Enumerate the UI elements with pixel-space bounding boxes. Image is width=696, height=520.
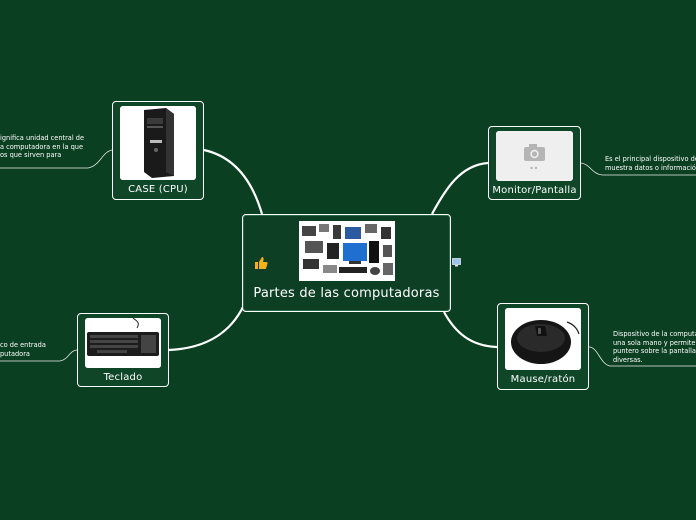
connector-teclado-desc xyxy=(0,349,78,362)
computer-parts-image xyxy=(298,221,395,281)
case-image xyxy=(120,106,196,180)
monitor-label: Monitor/Pantalla xyxy=(492,185,577,196)
connector-mouse xyxy=(443,311,498,349)
connector-case-desc xyxy=(0,149,113,169)
mouse-icon xyxy=(505,308,581,370)
branch-teclado[interactable]: Teclado xyxy=(77,313,169,387)
connector-monitor xyxy=(431,161,489,215)
keyboard-icon xyxy=(85,318,161,368)
central-topic[interactable]: Partes de las computadoras xyxy=(242,214,451,312)
case-label: CASE (CPU) xyxy=(128,184,188,195)
mouse-desc-line: diversas. xyxy=(613,355,643,364)
monitor-desc-line: Es el principal dispositivo de xyxy=(605,155,696,163)
branch-mouse[interactable]: Mause/ratón xyxy=(497,303,589,390)
cpu-tower-icon xyxy=(120,106,196,180)
mouse-image xyxy=(505,308,581,370)
monitor-image xyxy=(496,131,573,181)
connector-teclado xyxy=(168,304,245,352)
case-desc-line: a computadora en la que xyxy=(0,142,83,151)
connector-mouse-desc xyxy=(588,346,696,367)
computer-icon[interactable] xyxy=(452,258,461,267)
mouse-desc-line: Dispositivo de la computa xyxy=(613,330,696,338)
teclado-image xyxy=(85,318,161,368)
teclado-desc-line: putadora xyxy=(0,349,30,358)
mouse-label: Mause/ratón xyxy=(510,374,576,385)
branch-case[interactable]: CASE (CPU) xyxy=(112,101,204,200)
mouse-desc-line: puntero sobre la pantalla xyxy=(613,347,696,356)
camera-placeholder-icon xyxy=(496,131,573,181)
case-desc-line: ignifica unidad central de xyxy=(0,134,85,142)
case-desc-line: os que sirven para xyxy=(0,151,62,160)
mouse-desc-line: una sola mano y permite xyxy=(613,338,696,347)
connector-case xyxy=(203,148,264,215)
computer-parts-collage-icon xyxy=(298,221,395,281)
branch-monitor[interactable]: Monitor/Pantalla xyxy=(488,126,581,200)
monitor-desc-line: muestra datos o información xyxy=(605,163,696,172)
central-title: Partes de las computadoras xyxy=(253,286,440,301)
teclado-label: Teclado xyxy=(103,372,143,383)
teclado-desc-line: co de entrada xyxy=(0,341,46,349)
thumbs-up-icon[interactable] xyxy=(254,256,268,270)
connector-monitor-desc xyxy=(580,162,696,176)
